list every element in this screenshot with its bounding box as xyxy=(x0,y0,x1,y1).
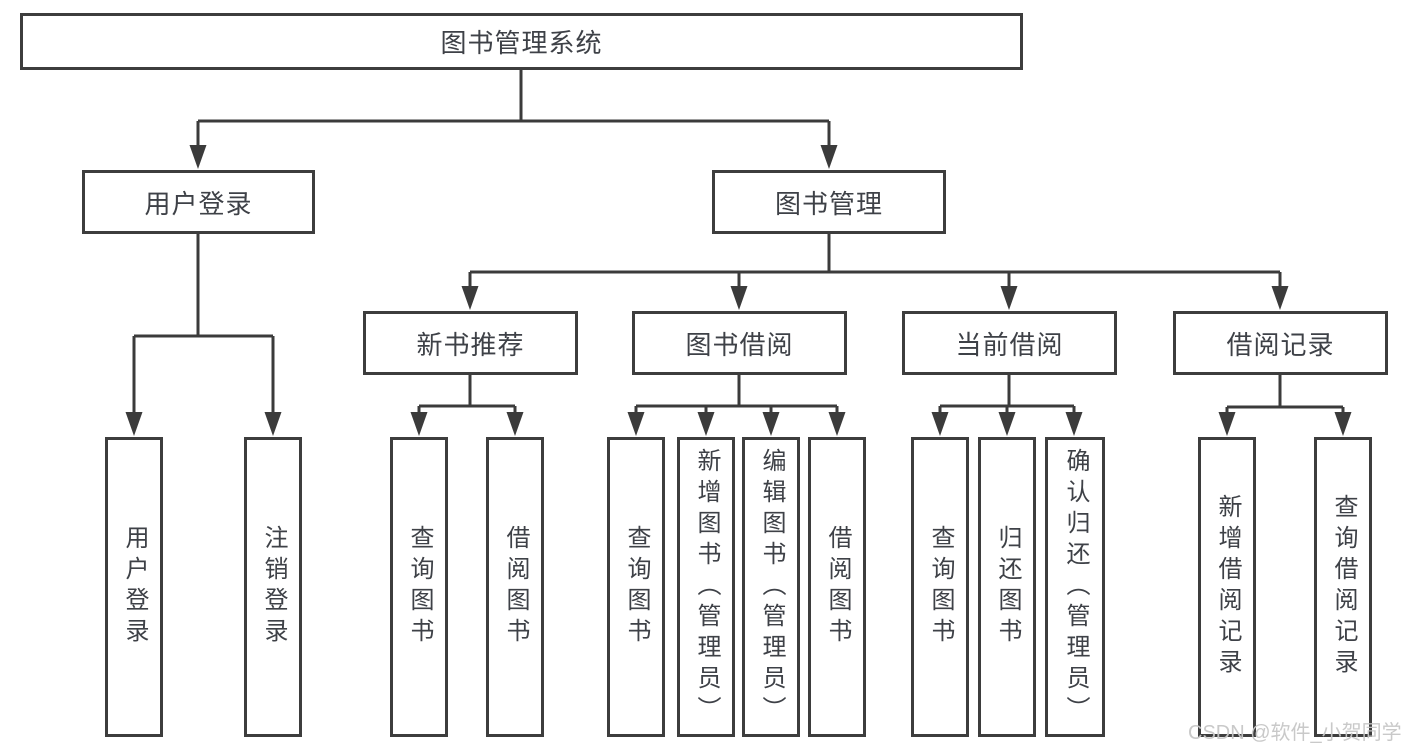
arrowhead-icon xyxy=(820,145,838,169)
node-label: 当前借阅 xyxy=(955,329,1064,360)
leaf-query-books-recommend: 查询图书 xyxy=(390,437,448,737)
leaf-confirm-return-admin: 确认归还（管理员） xyxy=(1045,437,1105,737)
node-label: 新书推荐 xyxy=(416,329,525,360)
arrowhead-icon xyxy=(189,145,207,169)
leaf-label: 查询图书 xyxy=(623,525,650,649)
leaf-query-books-current: 查询图书 xyxy=(911,437,969,737)
arrowhead-icon xyxy=(730,286,748,310)
leaf-label: 借阅图书 xyxy=(502,525,529,649)
leaf-label: 查询借阅记录 xyxy=(1330,494,1357,680)
leaf-label: 新增图书（管理员） xyxy=(693,447,720,727)
node-label: 图书管理系统 xyxy=(440,28,603,58)
csdn-watermark: CSDN @软件_小贺同学 xyxy=(1188,722,1402,744)
node-book-management: 图书管理 xyxy=(712,170,946,234)
leaf-query-borrow-record: 查询借阅记录 xyxy=(1314,437,1372,737)
arrowhead-icon xyxy=(931,412,949,436)
node-label: 图书借阅 xyxy=(685,329,794,360)
leaf-borrow-books-recommend: 借阅图书 xyxy=(486,437,544,737)
arrowhead-icon xyxy=(1334,412,1352,436)
node-borrow-records: 借阅记录 xyxy=(1173,311,1388,375)
leaf-label: 借阅图书 xyxy=(824,525,851,649)
leaf-add-book-admin: 新增图书（管理员） xyxy=(677,437,735,737)
connector-new-book-to-leaves xyxy=(410,375,524,436)
leaf-logout: 注销登录 xyxy=(244,437,302,737)
leaf-label: 用户登录 xyxy=(121,525,148,649)
arrowhead-icon xyxy=(506,412,524,436)
leaf-label: 新增借阅记录 xyxy=(1214,494,1241,680)
connector-book-mgmt-to-modules xyxy=(461,234,1289,310)
node-current-borrow: 当前借阅 xyxy=(902,311,1117,375)
arrowhead-icon xyxy=(461,286,479,310)
connector-records-to-leaves xyxy=(1218,375,1352,436)
leaf-add-borrow-record: 新增借阅记录 xyxy=(1198,437,1256,737)
leaf-edit-book-admin: 编辑图书（管理员） xyxy=(742,437,800,737)
node-book-borrow: 图书借阅 xyxy=(632,311,847,375)
arrowhead-icon xyxy=(697,412,715,436)
node-label: 借阅记录 xyxy=(1226,329,1335,360)
arrowhead-icon xyxy=(1218,412,1236,436)
leaf-label: 编辑图书（管理员） xyxy=(758,447,785,727)
leaf-query-books-borrow: 查询图书 xyxy=(607,437,665,737)
arrowhead-icon xyxy=(125,412,143,436)
leaf-label: 归还图书 xyxy=(994,525,1021,649)
leaf-label: 确认归还（管理员） xyxy=(1062,447,1089,727)
leaf-label: 查询图书 xyxy=(927,525,954,649)
leaf-borrow-books: 借阅图书 xyxy=(808,437,866,737)
connector-book-borrow-to-leaves xyxy=(627,375,846,436)
leaf-label: 查询图书 xyxy=(406,525,433,649)
node-library-management-system: 图书管理系统 xyxy=(20,13,1023,70)
arrowhead-icon xyxy=(627,412,645,436)
arrowhead-icon xyxy=(1000,286,1018,310)
leaf-user-login: 用户登录 xyxy=(105,437,163,737)
connector-user-login-to-leaves xyxy=(125,234,282,436)
node-new-book-recommend: 新书推荐 xyxy=(363,311,578,375)
arrowhead-icon xyxy=(264,412,282,436)
arrowhead-icon xyxy=(410,412,428,436)
node-user-login: 用户登录 xyxy=(82,170,315,234)
arrowhead-icon xyxy=(1065,412,1083,436)
arrowhead-icon xyxy=(762,412,780,436)
leaf-label: 注销登录 xyxy=(260,525,287,649)
node-label: 图书管理 xyxy=(774,188,883,219)
leaf-return-book: 归还图书 xyxy=(978,437,1036,737)
arrowhead-icon xyxy=(1271,286,1289,310)
connector-root-to-level1 xyxy=(189,70,838,169)
arrowhead-icon xyxy=(998,412,1016,436)
node-label: 用户登录 xyxy=(144,188,253,219)
connector-current-borrow-to-leaves xyxy=(931,375,1083,436)
arrowhead-icon xyxy=(828,412,846,436)
